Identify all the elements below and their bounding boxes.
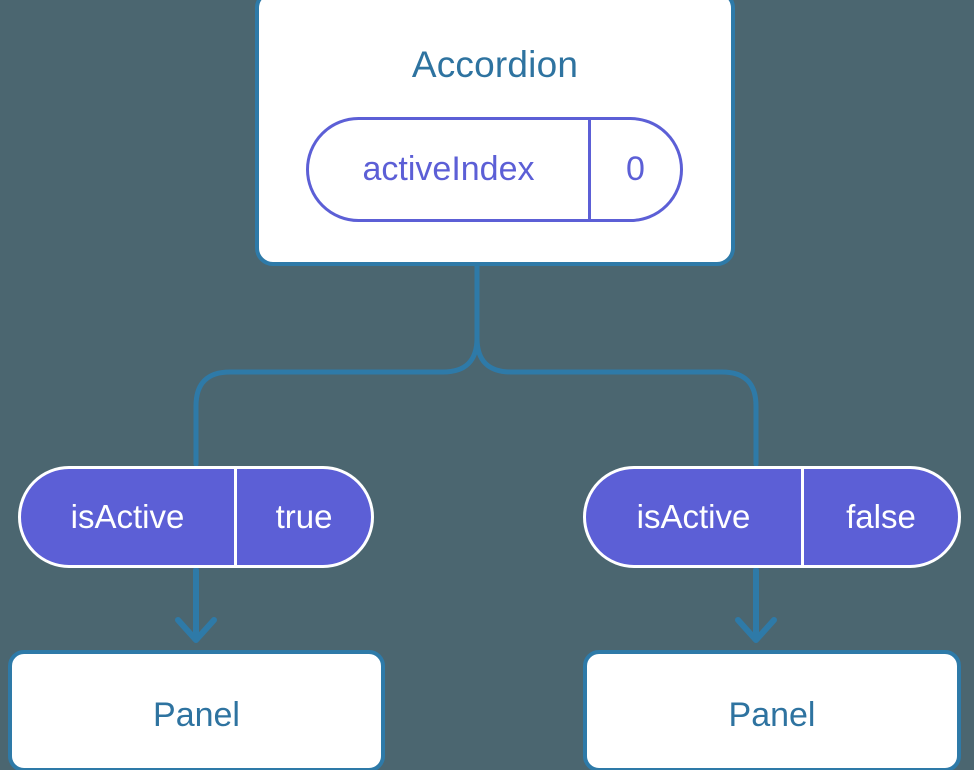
prop-badge-isactive-left[interactable]: isActive true (18, 466, 374, 568)
state-badge-value: 0 (626, 150, 645, 188)
arrow-right-head (735, 617, 777, 643)
component-title-panel-right: Panel (728, 696, 816, 734)
connector-branch-left (193, 335, 480, 467)
connector-branch-right (474, 335, 759, 467)
arrow-left-head (175, 617, 217, 643)
state-badge-key: activeIndex (309, 120, 591, 219)
state-badge-activeindex[interactable]: activeIndex 0 (306, 117, 683, 222)
prop-badge-key-right: isActive (586, 469, 804, 565)
prop-badge-value-right: false (846, 498, 916, 535)
prop-badge-isactive-right[interactable]: isActive false (583, 466, 961, 568)
component-title-accordion: Accordion (411, 44, 579, 85)
prop-badge-value-left: true (275, 498, 333, 535)
prop-badge-key-left: isActive (21, 469, 237, 565)
component-title-panel-left: Panel (153, 696, 240, 734)
component-card-panel-right[interactable]: Panel (583, 650, 961, 770)
component-card-panel-left[interactable]: Panel (8, 650, 385, 770)
